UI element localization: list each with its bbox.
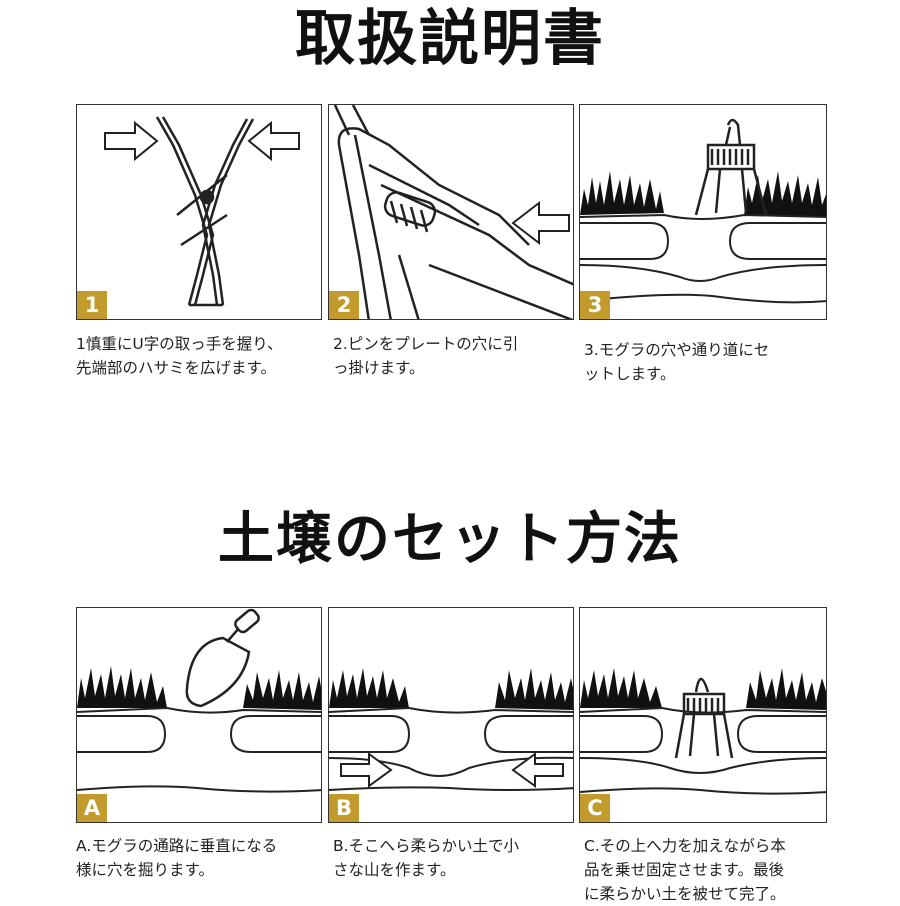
arrow-left-icon xyxy=(247,120,300,162)
soil-caption-a: A.モグラの通路に垂直になる 様に穴を掘ります。 xyxy=(76,837,278,879)
soil-mound-illustration xyxy=(329,668,573,791)
step-caption-2: 2.ピンをプレートの穴に引 っ掛けます。 xyxy=(333,335,519,377)
step-badge: C xyxy=(580,794,610,822)
soil-panel-a: A xyxy=(76,607,322,823)
soil-panel-b: B xyxy=(328,607,574,823)
step-panel-2: 2 xyxy=(328,104,574,320)
pin-hook-illustration xyxy=(333,105,573,319)
step-badge: 2 xyxy=(329,291,359,319)
arrow-right-icon xyxy=(104,120,159,162)
step-panel-1: 1 xyxy=(76,104,322,320)
grass-icon xyxy=(77,666,321,710)
trap-tool-icon xyxy=(333,105,573,319)
soil-panel-c: C xyxy=(579,607,827,823)
grass-icon xyxy=(580,171,826,217)
trowel-icon xyxy=(185,608,260,708)
fix-trap-illustration xyxy=(580,668,826,795)
step-badge: 1 xyxy=(77,291,107,319)
soil-caption-c: C.その上へ力を加えながら本 品を乗せ固定させます。最後 に柔らかい土を被せて完… xyxy=(584,837,786,903)
step-badge: 3 xyxy=(580,291,610,319)
soil-title: 土壌のセット方法 xyxy=(218,507,682,572)
arrow-left-icon xyxy=(511,752,564,788)
dig-hole-illustration xyxy=(77,608,321,793)
trap-open-illustration xyxy=(104,116,300,307)
step-badge: B xyxy=(329,794,359,822)
trap-tool-icon xyxy=(674,677,734,759)
set-in-tunnel-illustration xyxy=(580,118,826,304)
manual-title: 取扱説明書 xyxy=(295,4,605,74)
trap-tool-icon xyxy=(694,118,768,216)
trap-tool-icon xyxy=(155,116,255,307)
step-panel-3: 3 xyxy=(579,104,827,320)
arrow-right-icon xyxy=(340,752,393,788)
step-caption-3: 3.モグラの穴や通り道にセ ットします。 xyxy=(584,341,770,383)
arrow-left-icon xyxy=(511,200,570,246)
step-badge: A xyxy=(77,794,107,822)
step-caption-1: 1慎重にU字の取っ手を握り、 先端部のハサミを広げます。 xyxy=(76,335,283,377)
grass-icon xyxy=(580,668,826,710)
grass-icon xyxy=(329,668,573,710)
soil-caption-b: B.そこへら柔らかい土で小 さな山を作ます。 xyxy=(333,837,520,879)
